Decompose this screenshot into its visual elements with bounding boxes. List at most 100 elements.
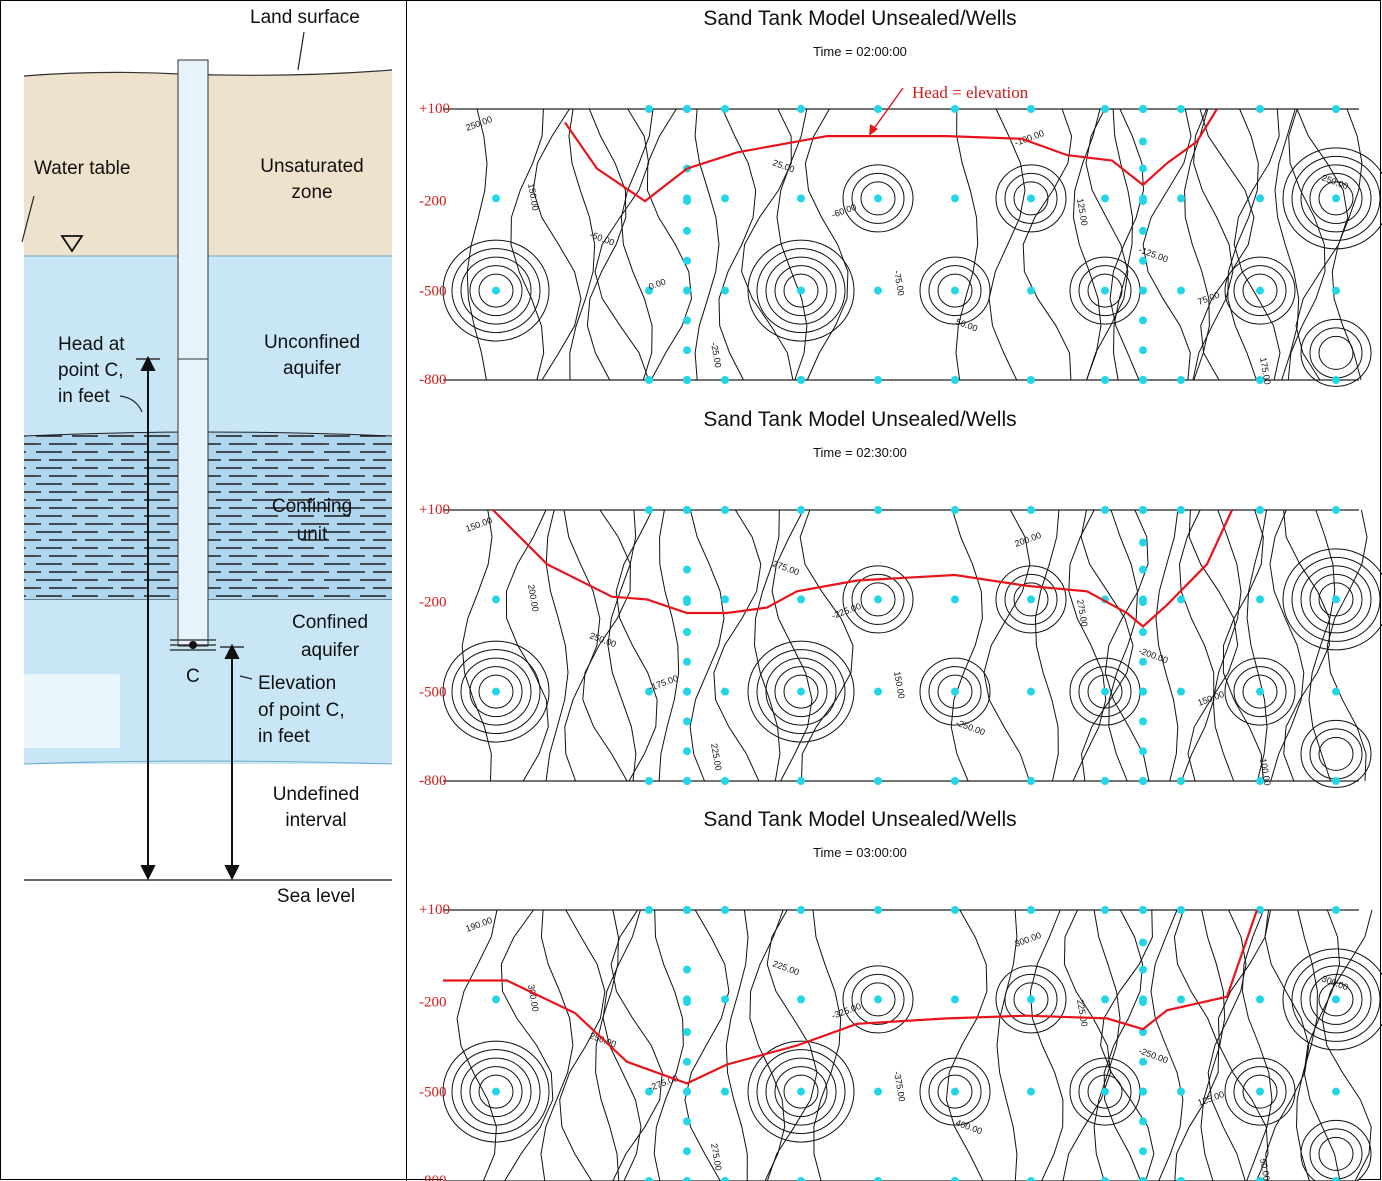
contour-ring (1309, 573, 1363, 625)
confining-unit-label-2: unit (297, 524, 328, 545)
y-axis-label: -200 (419, 994, 447, 1010)
elevation-label-1: Elevation (258, 673, 336, 694)
well-dot (1332, 687, 1340, 696)
well-dot (1177, 777, 1185, 785)
contour-plot-area (443, 109, 1359, 380)
well-dot (1256, 1177, 1264, 1181)
contour-ring (1078, 666, 1132, 718)
contour-ring (451, 649, 541, 735)
contour-line (568, 108, 596, 381)
well-dot (683, 506, 691, 514)
contour-line (582, 509, 631, 782)
contour-line (1072, 108, 1102, 381)
well-dot (683, 376, 691, 384)
well-dot (492, 995, 500, 1004)
panel-title: Sand Tank Model Unsealed/Wells (703, 7, 1016, 30)
contour-ring (1282, 548, 1382, 651)
head-equals-elevation-line (492, 509, 1233, 628)
contour-line (1187, 509, 1239, 782)
contour-ring (1300, 318, 1372, 387)
well-dot (797, 194, 805, 203)
well-dot (1027, 906, 1035, 914)
contour-line (1326, 509, 1368, 782)
contour-ring (1078, 265, 1132, 317)
y-axis-label: -800 (419, 1173, 447, 1181)
well-dot (683, 906, 691, 914)
contour-value-label: 100.00 (1258, 758, 1273, 787)
well-dot (1177, 506, 1185, 514)
contour-ring (1004, 573, 1058, 625)
contour-ring (1087, 273, 1123, 308)
well-dot (1101, 995, 1109, 1004)
well-dot (683, 628, 691, 636)
well-dot (1139, 197, 1147, 206)
y-axis-label: -500 (419, 284, 447, 300)
contour-ring (1291, 556, 1381, 642)
contour-ring (469, 265, 523, 317)
elevation-label-3: in feet (258, 726, 310, 747)
contour-line (766, 909, 818, 1181)
well-dot (1332, 906, 1340, 914)
contour-ring (995, 965, 1067, 1034)
contour-line (1241, 909, 1273, 1181)
well-dot (797, 687, 805, 696)
land-surface-label: Land surface (250, 7, 360, 28)
contour-plot-area (443, 510, 1359, 781)
well-dot (1332, 376, 1340, 384)
contour-ring (783, 674, 819, 709)
undefined-interval-label-2: interval (285, 810, 346, 831)
contour-ring (1224, 1057, 1296, 1126)
contour-ring (1242, 273, 1278, 308)
contour-ring (995, 565, 1067, 634)
well-dot (874, 506, 882, 514)
well-dot (1139, 316, 1147, 325)
contour-ring (1224, 657, 1296, 726)
contour-line (1178, 509, 1215, 782)
contour-line (1173, 909, 1220, 1181)
contour-ring (1233, 265, 1287, 317)
contour-line (1217, 909, 1269, 1181)
contour-line (1303, 909, 1341, 1181)
well-dot (683, 1028, 691, 1036)
well-dot (721, 777, 729, 785)
contour-line (771, 509, 813, 782)
well-dot (683, 747, 691, 756)
well-dot (797, 595, 805, 604)
y-axis-label: -500 (419, 685, 447, 701)
well-dot (683, 1087, 691, 1096)
well-dot (683, 316, 691, 325)
water-table-triangle-icon (60, 235, 84, 253)
y-axis-label: -200 (419, 193, 447, 209)
well-dot (951, 687, 959, 696)
head-elevation-annotation: Head = elevation (912, 83, 1029, 102)
well-dot (1139, 998, 1147, 1007)
contour-line (776, 108, 808, 381)
contour-value-label: 150.00 (892, 671, 907, 700)
contour-line (1212, 509, 1242, 782)
well-dot (797, 1177, 805, 1181)
contour-ring (442, 640, 550, 743)
contour-ring (1004, 172, 1058, 224)
contour-line (988, 108, 1026, 381)
contour-ring (937, 1074, 973, 1109)
well-dot (1256, 286, 1264, 295)
well-dot (721, 1087, 729, 1096)
contour-ring (1318, 982, 1354, 1017)
well-dot (874, 194, 882, 203)
contour-line (540, 909, 574, 1181)
head-equals-elevation-line (564, 108, 1218, 203)
well-dot (951, 105, 959, 113)
contour-ring (774, 1066, 828, 1118)
contour-line (510, 108, 545, 381)
well-dot (1101, 1087, 1109, 1096)
y-axis-labels: +100-200-500-800 (419, 101, 450, 388)
confined-aquifer-label-1: Confined (292, 612, 368, 633)
contour-value-label: -75.00 (892, 270, 906, 297)
contour-ring (1004, 973, 1058, 1025)
contour-line (1112, 108, 1134, 381)
contour-line (1109, 108, 1145, 381)
y-axis-labels: +100-200-500-800 (419, 902, 450, 1181)
well-dot (1256, 376, 1264, 384)
unconfined-aquifer-label-1: Unconfined (264, 332, 360, 353)
